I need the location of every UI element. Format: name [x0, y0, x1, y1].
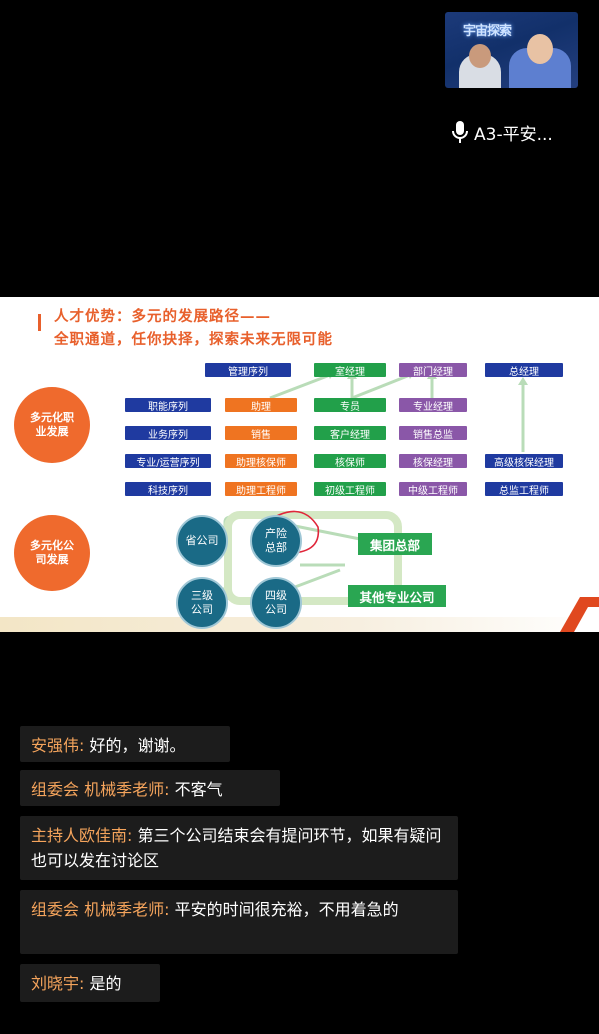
box-underwriting-manager: 核保经理	[399, 454, 467, 469]
slide-title-bar	[38, 314, 41, 331]
video-banner-text: 宇宙探索	[463, 24, 512, 39]
chat-text: 平安的时间很充裕，不用着急的	[174, 900, 399, 919]
box-management-sequence: 管理序列	[205, 363, 291, 378]
chat-sender: 组委会 机械季老师:	[31, 780, 170, 799]
circle-career-development: 多元化职业发展	[14, 387, 90, 463]
slide-diagram-connectors	[223, 371, 599, 632]
chat-text: 第三个公司结束会有提问环节，如果有疑问也可以发在讨论区	[31, 826, 442, 870]
box-sales-director: 销售总监	[399, 426, 467, 441]
province-company-label: 省公司	[185, 534, 219, 547]
circle-company-development: 多元化公司发展	[14, 515, 90, 591]
speaker-name: A3-平安...	[474, 124, 553, 145]
box-department-manager: 部门经理	[399, 363, 467, 378]
box-senior-underwriting-manager: 高级核保经理	[485, 454, 563, 469]
chat-text: 是的	[89, 974, 122, 993]
shared-slide: 人才优势：多元的发展路径—— 全职通道，任你抉择，探索未来无限可能 多元化职业发…	[0, 297, 599, 632]
chat-message: 组委会 机械季老师: 平安的时间很充裕，不用着急的	[20, 890, 458, 954]
box-general-manager: 总经理	[485, 363, 563, 378]
chat-message: 刘晓宇: 是的	[20, 964, 160, 1002]
box-specialist: 专员	[314, 398, 386, 413]
box-sales: 销售	[225, 426, 297, 441]
person-left-head	[469, 44, 491, 68]
slide-footer-strip	[0, 617, 599, 632]
box-room-manager: 室经理	[314, 363, 386, 378]
box-professional-manager: 专业经理	[399, 398, 467, 413]
chat-message: 组委会 机械季老师: 不客气	[20, 770, 280, 806]
circle-fourth-level-company: 四级公司	[250, 577, 302, 629]
box-underwriter: 核保师	[314, 454, 386, 469]
chat-message: 安强伟: 好的，谢谢。	[20, 726, 230, 762]
box-junior-engineer: 初级工程师	[314, 482, 386, 497]
box-function-sequence: 职能序列	[125, 398, 211, 413]
chat-sender: 主持人欧佳南:	[31, 826, 133, 845]
circle-third-level-company: 三级公司	[176, 577, 228, 629]
box-assistant-engineer: 助理工程师	[225, 482, 297, 497]
microphone-icon	[450, 120, 470, 144]
box-group-hq: 集团总部	[358, 533, 432, 555]
circle-career-label: 多元化职业发展	[30, 411, 74, 438]
circle-province-company: 省公司	[176, 515, 228, 567]
chat-message: 主持人欧佳南: 第三个公司结束会有提问环节，如果有疑问也可以发在讨论区	[20, 816, 458, 880]
person-right-head	[527, 34, 553, 64]
speaker-video-thumbnail[interactable]: 宇宙探索	[445, 12, 578, 88]
box-director-engineer: 总监工程师	[485, 482, 563, 497]
circle-company-label: 多元化公司发展	[30, 539, 74, 566]
box-professional-sequence: 专业/运营序列	[125, 454, 211, 469]
box-account-manager: 客户经理	[314, 426, 386, 441]
box-assistant-underwriter: 助理核保师	[225, 454, 297, 469]
third-level-label: 三级公司	[191, 589, 213, 616]
box-other-companies: 其他专业公司	[348, 585, 446, 607]
box-business-sequence: 业务序列	[125, 426, 211, 441]
circle-property-hq: 产险总部	[250, 515, 302, 567]
chat-sender: 刘晓宇:	[31, 974, 85, 993]
box-tech-sequence: 科技序列	[125, 482, 211, 497]
chat-sender: 安强伟:	[31, 736, 85, 755]
property-hq-label: 产险总部	[265, 527, 287, 554]
chat-text: 不客气	[174, 780, 223, 799]
fourth-level-label: 四级公司	[265, 589, 287, 616]
active-speaker: A3-平安...	[450, 119, 590, 145]
chat-text: 好的，谢谢。	[89, 736, 186, 755]
box-assistant: 助理	[225, 398, 297, 413]
box-mid-engineer: 中级工程师	[399, 482, 467, 497]
slide-title-line1: 人才优势：多元的发展路径——	[54, 308, 271, 325]
slide-title-line2: 全职通道，任你抉择，探索未来无限可能	[54, 331, 333, 348]
chat-sender: 组委会 机械季老师:	[31, 900, 170, 919]
